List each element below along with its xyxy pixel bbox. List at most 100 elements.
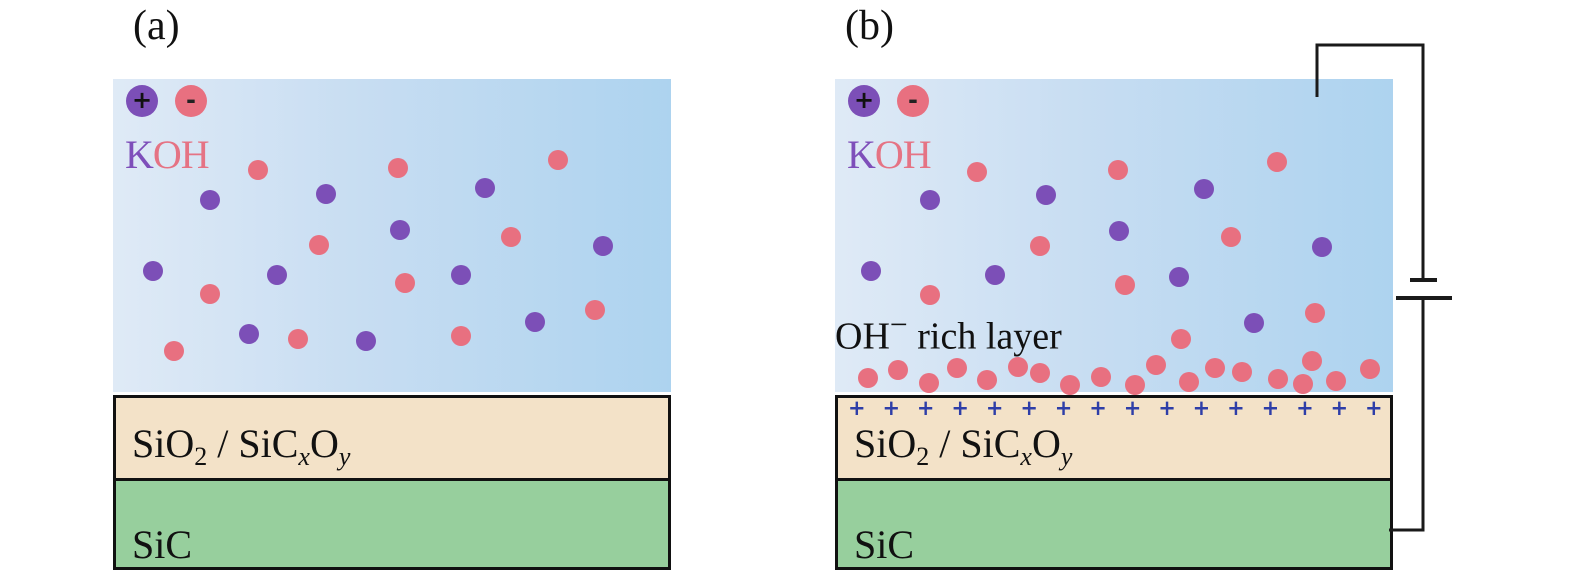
oh-ion-legend-icon: - bbox=[175, 85, 207, 117]
oh-ion bbox=[1268, 369, 1288, 389]
positive-charge: + bbox=[1192, 396, 1211, 420]
oxide-layer: SiO2 / SiCxOy bbox=[113, 395, 671, 481]
k-ion bbox=[1036, 185, 1056, 205]
oh-ion bbox=[920, 285, 940, 305]
oh-ion bbox=[919, 373, 939, 393]
electrolyte-k: K bbox=[125, 132, 154, 177]
oh-ion bbox=[1060, 375, 1080, 395]
k-ion bbox=[390, 220, 410, 240]
oh-ion bbox=[967, 162, 987, 182]
positive-charge: + bbox=[1296, 396, 1314, 420]
oh-ion bbox=[200, 284, 220, 304]
oh-ion bbox=[164, 341, 184, 361]
oh-ion bbox=[1125, 375, 1145, 395]
k-ion bbox=[475, 178, 495, 198]
positive-charge: + bbox=[985, 396, 1004, 420]
oh-ion bbox=[1221, 227, 1241, 247]
oh-ion bbox=[1305, 303, 1325, 323]
oh-ion bbox=[947, 358, 967, 378]
k-ion bbox=[356, 331, 376, 351]
oh-ion bbox=[1091, 367, 1111, 387]
koh-solution: + - KOH OH− rich layer bbox=[835, 79, 1393, 395]
k-ion bbox=[1169, 267, 1189, 287]
substrate-label: SiC bbox=[854, 522, 915, 567]
substrate-label: SiC bbox=[132, 522, 193, 567]
k-ion bbox=[861, 261, 881, 281]
positive-charge: + bbox=[1227, 396, 1245, 420]
oh-ion bbox=[1146, 355, 1166, 375]
oh-ion bbox=[1115, 275, 1135, 295]
oxide-layer-label: SiO2 / SiCxOy bbox=[854, 421, 1073, 471]
oh-ion bbox=[1293, 374, 1313, 394]
positive-charge: + bbox=[1089, 396, 1107, 420]
k-ion bbox=[451, 265, 471, 285]
electrolyte-oh: OH bbox=[152, 132, 210, 177]
oh-ion bbox=[451, 326, 471, 346]
circuit-wire bbox=[1389, 298, 1425, 532]
positive-charge: + bbox=[1020, 396, 1038, 420]
k-ion bbox=[1312, 237, 1332, 257]
oh-ion-legend-icon: - bbox=[897, 85, 929, 117]
positive-charge: + bbox=[1330, 396, 1349, 420]
oh-ion bbox=[1008, 357, 1028, 377]
sic-substrate: SiC bbox=[835, 478, 1393, 570]
positive-charge: + bbox=[1123, 396, 1142, 420]
k-ion-legend-icon: + bbox=[126, 85, 158, 117]
oh-ion bbox=[858, 368, 878, 388]
oh-ion bbox=[1232, 362, 1252, 382]
k-ion bbox=[920, 190, 940, 210]
oh-ion bbox=[248, 160, 268, 180]
k-ion bbox=[200, 190, 220, 210]
oh-ion bbox=[548, 150, 568, 170]
oh-ion bbox=[977, 370, 997, 390]
positive-charge: + bbox=[1261, 396, 1280, 420]
electrolyte-k: K bbox=[847, 132, 876, 177]
koh-solution: + - KOH bbox=[113, 79, 671, 392]
positive-charge: + bbox=[916, 396, 935, 420]
positive-charge: + bbox=[951, 396, 969, 420]
positive-charge: + bbox=[882, 396, 901, 420]
k-ion bbox=[1109, 221, 1129, 241]
oh-ion bbox=[585, 300, 605, 320]
k-ion bbox=[316, 184, 336, 204]
k-ion-legend-icon: + bbox=[848, 85, 880, 117]
k-ion bbox=[593, 236, 613, 256]
oh-ion bbox=[309, 235, 329, 255]
oh-ion bbox=[1302, 351, 1322, 371]
k-ion bbox=[143, 261, 163, 281]
electrolyte-label: KOH bbox=[125, 131, 210, 178]
electrolyte-label: KOH bbox=[847, 131, 932, 178]
panel-a: + - KOH SiO2 / SiCxOy SiC bbox=[113, 79, 671, 570]
oh-ion bbox=[501, 227, 521, 247]
oh-ion bbox=[1108, 160, 1128, 180]
oh-ion bbox=[1326, 371, 1346, 391]
panel-a-label: (a) bbox=[133, 3, 180, 49]
panel-b: + - KOH OH− rich layer SiO2 / SiCxOy +++… bbox=[835, 79, 1393, 570]
oh-ion bbox=[395, 273, 415, 293]
panel-b-label: (b) bbox=[845, 3, 894, 49]
oh-ion bbox=[1030, 363, 1050, 383]
positive-charge: + bbox=[1054, 396, 1073, 420]
positive-charge: + bbox=[1158, 396, 1176, 420]
oh-ion bbox=[288, 329, 308, 349]
oh-ion bbox=[1171, 329, 1191, 349]
oh-ion bbox=[1179, 372, 1199, 392]
oh-ion bbox=[888, 360, 908, 380]
k-ion bbox=[525, 312, 545, 332]
k-ion bbox=[985, 265, 1005, 285]
positive-charge: + bbox=[848, 396, 866, 420]
k-ion bbox=[267, 265, 287, 285]
oxide-layer-label: SiO2 / SiCxOy bbox=[132, 421, 351, 471]
oh-ion bbox=[388, 158, 408, 178]
k-ion bbox=[1244, 313, 1264, 333]
k-ion bbox=[239, 324, 259, 344]
k-ion bbox=[1194, 179, 1214, 199]
oh-ion bbox=[1267, 152, 1287, 172]
oh-rich-layer-label: OH− rich layer bbox=[835, 307, 1062, 358]
sic-substrate: SiC bbox=[113, 478, 671, 570]
circuit-wire bbox=[1315, 43, 1425, 280]
positive-charge: + bbox=[1365, 396, 1383, 420]
oh-ion bbox=[1205, 358, 1225, 378]
oh-ion bbox=[1030, 236, 1050, 256]
